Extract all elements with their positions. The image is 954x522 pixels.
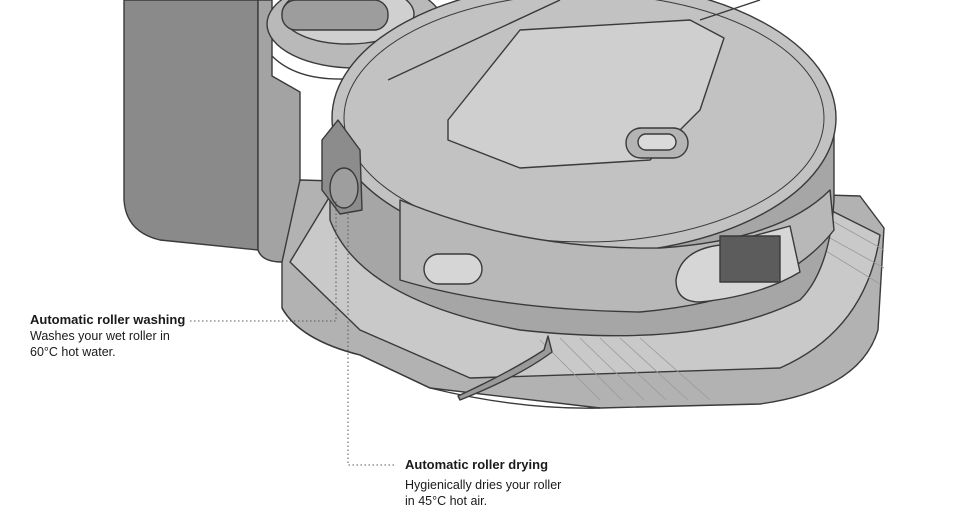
- side-brush: [457, 335, 553, 401]
- robot-button-inner: [637, 133, 677, 151]
- robot-vent-left: [423, 253, 483, 285]
- callout-washing-description: Washes your wet roller in 60°C hot water…: [30, 329, 170, 359]
- dock-tower-front: [257, 0, 301, 263]
- robot-sensor-window: [719, 235, 781, 283]
- dock-tower: [123, 0, 259, 251]
- robot-vacuum: [321, 0, 837, 401]
- robot-top-rim: [343, 0, 825, 243]
- ramp-front-edge: [281, 307, 601, 409]
- leader-line-washing: [190, 200, 337, 322]
- roller-wheel: [329, 167, 359, 209]
- callout-washing-title: Automatic roller washing: [30, 312, 186, 327]
- tank-spout: [281, 0, 389, 31]
- callout-drying-description: Hygienically dries your roller in 45°C h…: [405, 478, 562, 508]
- leader-line-drying: [347, 214, 394, 466]
- robot-top-panel-inner: [387, 0, 761, 81]
- callout-drying-title: Automatic roller drying: [405, 457, 549, 472]
- callout-roller-drying: Automatic roller drying Hygienically dri…: [405, 457, 565, 509]
- callout-roller-washing: Automatic roller washing Washes your wet…: [30, 312, 200, 360]
- leader-lines: [190, 200, 394, 466]
